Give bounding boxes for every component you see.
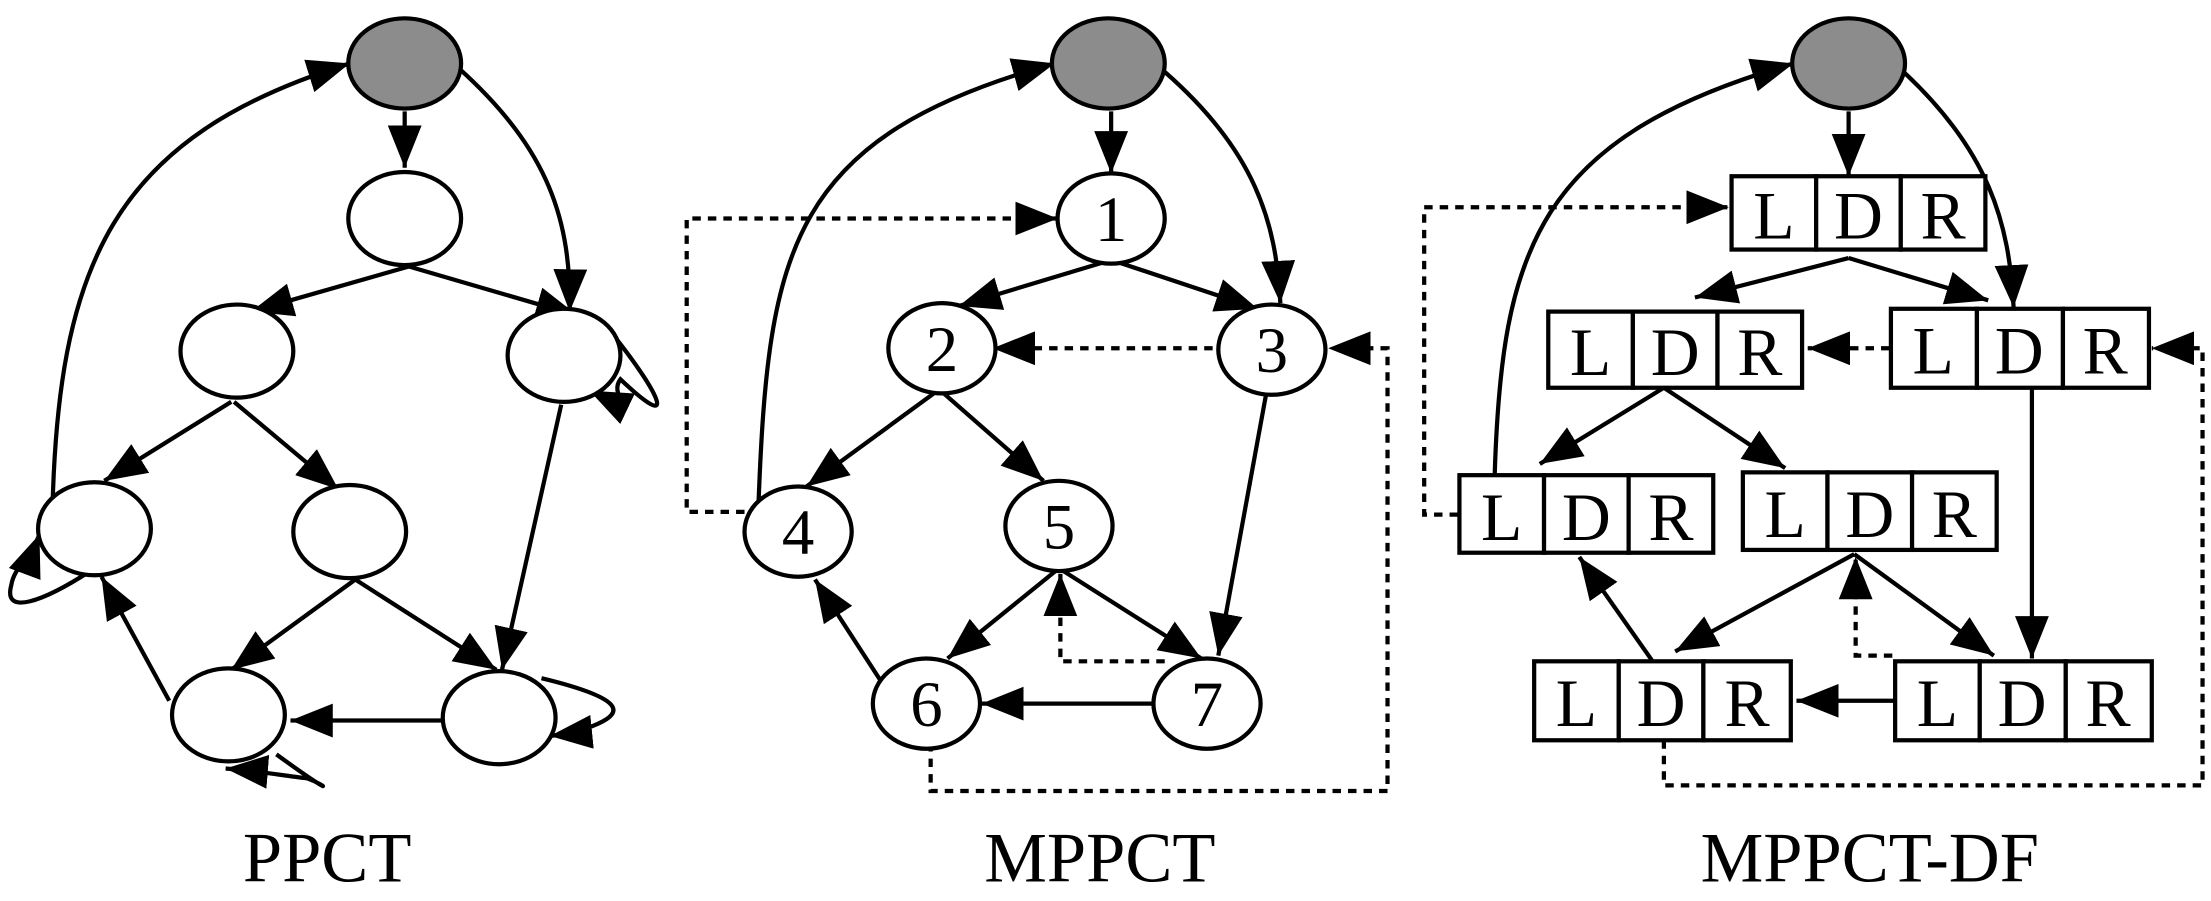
ldr-node-top: L D R bbox=[1729, 174, 1988, 253]
svg-text:L: L bbox=[1913, 314, 1954, 389]
svg-text:6: 6 bbox=[910, 669, 942, 741]
root-node bbox=[1790, 16, 1908, 111]
node-2: 2 bbox=[886, 301, 998, 396]
thread-b2-to-m2 bbox=[1838, 556, 1893, 658]
root-node bbox=[346, 16, 464, 111]
svg-text:2: 2 bbox=[926, 314, 958, 386]
edge-c-self-loop bbox=[588, 335, 660, 425]
edge-left-to-m1 bbox=[1538, 385, 1665, 466]
edge-a-to-c bbox=[408, 264, 579, 321]
svg-text:R: R bbox=[1932, 477, 1978, 552]
thread-7-to-5 bbox=[1043, 573, 1165, 664]
thread-m1-to-top bbox=[1422, 190, 1729, 517]
edge-m2-to-b2 bbox=[1853, 552, 1996, 658]
edge-f-to-d bbox=[99, 575, 172, 702]
edge-root-to-3 bbox=[1163, 70, 1296, 304]
edge-root-to-c bbox=[458, 67, 588, 312]
thread-4-to-1 bbox=[684, 201, 1058, 514]
node-4: 4 bbox=[742, 484, 854, 579]
node-6: 6 bbox=[870, 656, 983, 751]
svg-text:D: D bbox=[1637, 666, 1686, 741]
edge-5-to-6 bbox=[946, 566, 1061, 661]
svg-text:1: 1 bbox=[1095, 184, 1127, 256]
root-node bbox=[1049, 16, 1167, 111]
tree-node bbox=[291, 482, 409, 581]
edge-e-to-g bbox=[354, 577, 498, 672]
svg-text:L: L bbox=[1556, 666, 1597, 741]
ldr-node-right: L D R bbox=[1888, 306, 2152, 390]
svg-text:R: R bbox=[1737, 315, 1783, 390]
svg-text:D: D bbox=[1834, 178, 1883, 253]
panel-ppct: PPCT bbox=[8, 16, 660, 897]
panel-mppct-df: L D R L D R L D R L D R bbox=[1422, 16, 2205, 897]
svg-text:5: 5 bbox=[1043, 492, 1075, 564]
edge-m2-to-b1 bbox=[1674, 552, 1856, 654]
svg-text:L: L bbox=[1570, 315, 1611, 390]
ldr-node-mid-2: L D R bbox=[1740, 470, 1999, 552]
svg-text:7: 7 bbox=[1191, 669, 1223, 741]
edge-root-to-right bbox=[1902, 70, 2029, 308]
svg-text:D: D bbox=[1845, 477, 1894, 552]
svg-text:L: L bbox=[1764, 477, 1805, 552]
node-5: 5 bbox=[1003, 478, 1115, 574]
edge-c-to-g bbox=[494, 404, 564, 671]
caption-mppct: MPPCT bbox=[984, 819, 1215, 897]
edge-d-self-loop bbox=[8, 533, 92, 605]
edge-b-to-d bbox=[103, 400, 233, 483]
svg-text:L: L bbox=[1481, 480, 1522, 555]
edge-1-to-2 bbox=[958, 258, 1109, 310]
node-1: 1 bbox=[1055, 171, 1167, 266]
ldr-node-bottom-1: L D R bbox=[1532, 659, 1793, 743]
edge-5-to-7 bbox=[1057, 566, 1203, 661]
node-7: 7 bbox=[1151, 656, 1263, 751]
edge-m1-to-root bbox=[1492, 58, 1795, 476]
tree-node bbox=[169, 666, 287, 764]
svg-text:L: L bbox=[1917, 666, 1958, 741]
edge-g-self-loop bbox=[540, 676, 616, 749]
edge-top-to-left bbox=[1694, 255, 1850, 304]
edge-3-to-7 bbox=[1209, 393, 1269, 657]
svg-text:D: D bbox=[1995, 314, 2044, 389]
caption-mppct-df: MPPCT-DF bbox=[1701, 819, 2039, 897]
edge-f-self-loop bbox=[225, 752, 326, 789]
svg-text:R: R bbox=[1648, 480, 1694, 555]
panel-mppct: 1 2 3 4 5 6 7 MPPCT bbox=[684, 16, 1390, 897]
edge-2-to-4 bbox=[805, 388, 939, 489]
ldr-node-left: L D R bbox=[1546, 309, 1805, 390]
edge-6-to-4 bbox=[813, 578, 885, 686]
tree-node bbox=[346, 169, 464, 268]
svg-text:3: 3 bbox=[1256, 315, 1288, 387]
edge-a-to-b bbox=[250, 264, 410, 317]
edge-1-to-3 bbox=[1113, 258, 1259, 312]
svg-text:R: R bbox=[1921, 178, 1967, 253]
svg-text:R: R bbox=[1725, 666, 1771, 741]
edge-b1-to-m1 bbox=[1577, 555, 1655, 663]
edge-top-to-right bbox=[1847, 256, 1989, 305]
svg-text:4: 4 bbox=[782, 497, 814, 569]
edge-left-to-m2 bbox=[1662, 385, 1787, 470]
edge-e-to-f bbox=[230, 577, 357, 672]
svg-text:R: R bbox=[2083, 314, 2129, 389]
edge-d-to-root bbox=[50, 59, 351, 524]
edge-4-to-root bbox=[756, 58, 1056, 501]
ldr-node-bottom-2: L D R bbox=[1893, 659, 2154, 743]
caption-ppct: PPCT bbox=[243, 819, 412, 897]
svg-text:R: R bbox=[2085, 666, 2131, 741]
svg-text:D: D bbox=[1998, 666, 2047, 741]
thread-6-to-3 bbox=[928, 331, 1390, 794]
tree-node bbox=[505, 306, 623, 404]
tree-node bbox=[440, 669, 558, 767]
edge-2-to-5 bbox=[939, 388, 1045, 483]
node-3: 3 bbox=[1216, 302, 1328, 397]
tree-node bbox=[178, 302, 296, 400]
edge-b-to-e bbox=[232, 400, 340, 491]
svg-text:D: D bbox=[1651, 315, 1700, 390]
svg-text:D: D bbox=[1562, 480, 1611, 555]
svg-text:L: L bbox=[1753, 178, 1794, 253]
tree-node bbox=[35, 480, 153, 578]
ldr-node-mid-1: L D R bbox=[1457, 473, 1716, 555]
